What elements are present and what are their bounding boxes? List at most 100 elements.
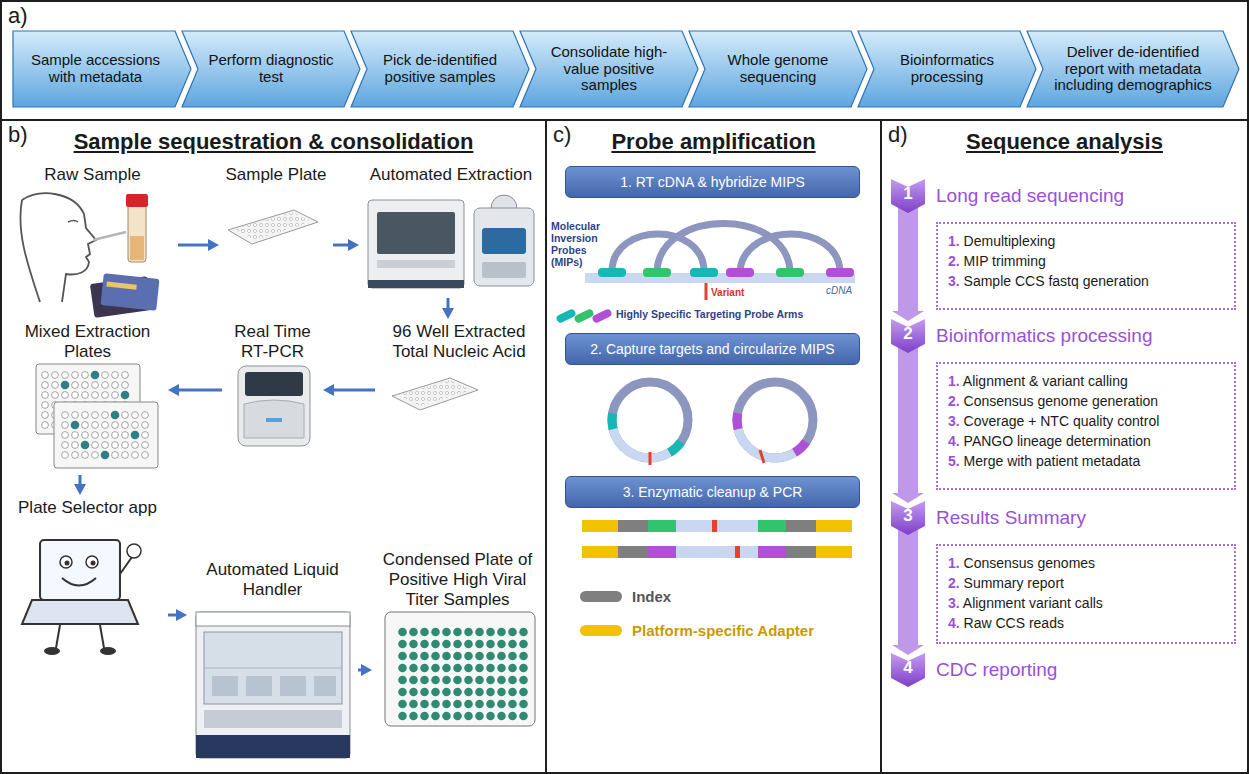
task-list: 1. Demultiplexing2. MIP trimming3. Sampl…	[936, 222, 1236, 310]
process-chevron: Whole genome sequencing	[688, 30, 868, 108]
arrow-head	[176, 609, 187, 621]
chevron-outline	[858, 31, 1036, 107]
circularized-probes	[729, 374, 821, 466]
arrow-line	[898, 202, 918, 312]
task-item: 2. Summary report	[948, 573, 1224, 593]
process-step: Mixed Extraction Plates	[10, 322, 165, 472]
laptop-cartoon	[65, 561, 70, 566]
flow-arrow	[358, 664, 372, 676]
mixed-plates-picture	[91, 371, 100, 380]
arrow-head	[892, 493, 924, 503]
task-item: 3. Alignment variant calls	[948, 593, 1224, 613]
laptop-cartoon	[100, 647, 116, 655]
flow-arrow	[442, 298, 454, 319]
amplicon-bars	[648, 546, 676, 558]
process-step: Real Time RT-PCR	[225, 322, 320, 450]
task-item: 5. Merge with patient metadata	[948, 451, 1224, 471]
liquid-handler	[204, 710, 342, 728]
liquid-handler	[212, 676, 238, 696]
mip-hybridization	[826, 268, 854, 277]
flow-arrow	[892, 202, 924, 321]
well-plate-picture	[392, 378, 478, 410]
panel-heading: Probe amplification	[553, 122, 874, 155]
stage-title: Long read sequencing	[936, 185, 1124, 207]
process-step: Sample Plate	[222, 165, 330, 250]
stage-outline	[891, 653, 925, 687]
laptop-cartoon	[62, 578, 96, 586]
arrow-line	[898, 524, 918, 646]
step-label: Whole genome sequencing	[709, 52, 847, 86]
task-item: 4. PANGO lineage determination	[948, 431, 1224, 451]
sample-plate-picture	[228, 210, 318, 244]
mixed-plates-picture	[111, 411, 120, 420]
stage-title: Results Summary	[936, 507, 1086, 529]
annotation-label: Variant	[711, 287, 761, 298]
mip-hybridization	[740, 234, 840, 270]
chevron-outline	[182, 31, 360, 107]
liquid-handler	[314, 676, 336, 696]
step-label: Sample Plate	[222, 165, 330, 185]
arrow-line	[898, 342, 918, 494]
stage-number: 2	[890, 324, 926, 344]
circularized-probes	[596, 366, 703, 473]
arrow-line	[447, 298, 450, 309]
mip-hybridization	[591, 308, 613, 324]
task-item: 1. Demultiplexing	[948, 231, 1224, 251]
task-list: 1. Consensus genomes2. Summary report3. …	[936, 544, 1236, 644]
mixed-plates-picture	[60, 410, 150, 460]
extraction-instruments	[474, 208, 534, 286]
arrow-line	[168, 614, 177, 617]
liquid-handler	[204, 632, 342, 704]
extraction-instruments	[368, 200, 464, 288]
liquid-handler	[196, 612, 350, 758]
mixed-plates-picture	[61, 381, 70, 390]
process-step: Raw Sample	[10, 165, 175, 320]
mip-hybridization	[573, 308, 595, 324]
laptop-cartoon	[91, 561, 96, 566]
laptop-cartoon	[86, 556, 98, 568]
mip-hybridization	[555, 308, 577, 324]
sample-plate-picture	[234, 212, 312, 240]
process-step: 96 Well Extracted Total Nucleic Acid	[378, 322, 540, 414]
circularized-probes	[760, 450, 764, 463]
circularized-probes	[597, 367, 703, 473]
laptop-cartoon	[22, 540, 141, 655]
mip-hybridization	[726, 268, 754, 277]
legend-text: Index	[632, 588, 671, 605]
stage-chevron: 1Long read sequencing	[890, 178, 1240, 214]
stage-number: 3	[890, 506, 926, 526]
swab-illustration	[126, 194, 148, 207]
mixed-plates-picture	[131, 431, 140, 440]
mixed-plates-picture	[121, 391, 130, 400]
process-step: Condensed Plate of Positive High Viral T…	[375, 550, 540, 735]
arrow-line	[178, 244, 209, 247]
task-list: 1. Alignment & variant calling2. Consens…	[936, 362, 1236, 490]
arrow-head	[348, 239, 359, 251]
swab-illustration	[68, 221, 78, 223]
step-label: Automated Liquid Handler	[190, 560, 355, 600]
task-item: 4. Raw CCS reads	[948, 613, 1224, 633]
stage-number: 4	[890, 658, 926, 678]
amplicon-bars	[582, 520, 618, 532]
task-item: 2. MIP trimming	[948, 251, 1224, 271]
panel: b)Sample sequestration & consolidationRa…	[0, 119, 547, 774]
liquid-handler	[246, 676, 272, 696]
swab-illustration	[20, 200, 40, 302]
legend-text: Platform-specific Adapter	[632, 622, 814, 639]
laptop-cartoon	[40, 540, 120, 600]
annotation-label: Highly Specific Targeting Probe Arms	[616, 308, 856, 320]
step-label: Automated Extraction	[362, 165, 540, 185]
annotation-label: cDNA	[826, 285, 866, 296]
task-item: 3. Coverage + NTC quality control	[948, 411, 1224, 431]
stage-title: CDC reporting	[936, 659, 1057, 681]
step-label: Condensed Plate of Positive High Viral T…	[375, 550, 540, 610]
panel-heading: Sample sequestration & consolidation	[8, 122, 539, 155]
arrow-head	[442, 308, 454, 319]
well-plate-picture	[392, 378, 478, 410]
arrow-head	[74, 484, 86, 495]
arrow-line	[79, 475, 82, 485]
amplicon-bars	[712, 520, 717, 532]
stage-chevron: 3 Results Summary	[890, 500, 1240, 536]
liquid-handler	[196, 612, 350, 758]
task-item: 2. Consensus genome generation	[948, 391, 1224, 411]
